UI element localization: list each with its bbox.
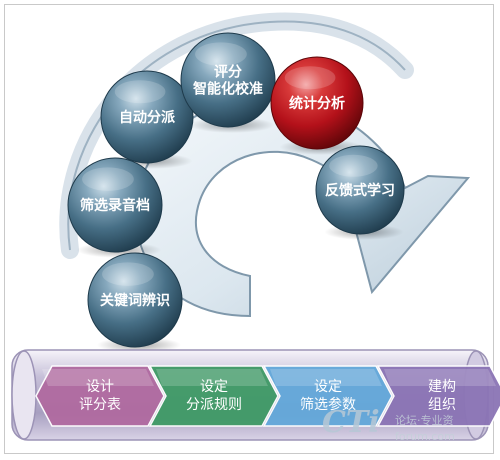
node-sphere	[87, 252, 183, 348]
watermark-main: CTi	[322, 405, 380, 440]
cycle-node: 筛选录音档	[67, 157, 163, 258]
step-label: 评分表	[79, 397, 121, 413]
node-sphere	[180, 32, 276, 128]
step-label: 筛选参数	[300, 396, 356, 413]
step-gloss	[42, 369, 154, 386]
node-highlight	[284, 66, 336, 90]
step-label: 设定	[200, 379, 228, 395]
node-label: 统计分析	[289, 95, 345, 112]
node-highlight	[114, 80, 166, 104]
step-chevron	[262, 365, 393, 427]
node-label: 反馈式学习	[325, 182, 395, 199]
node-label: 关键词辨识	[100, 292, 170, 309]
step-gloss	[270, 369, 382, 386]
step-gloss	[384, 369, 496, 386]
node-label: 自动分派	[119, 109, 176, 126]
node-highlight	[195, 42, 247, 66]
step-label: 设计	[86, 379, 114, 395]
node-highlight	[82, 167, 134, 191]
step-label: 设定	[314, 379, 342, 395]
cycle-node: 统计分析	[270, 56, 364, 155]
step-chevron	[35, 365, 165, 427]
node-sphere	[270, 56, 364, 150]
step-chevron	[148, 365, 279, 427]
watermark-sub-en: forum.com	[395, 430, 455, 443]
watermark-sub-cn: 论坛·专业资	[395, 413, 454, 427]
step-gloss	[156, 369, 268, 386]
step-label: 分派规则	[186, 397, 242, 413]
watermark: CTi 论坛·专业资 forum.com	[322, 405, 455, 443]
node-sphere	[315, 145, 405, 235]
cycle-node: 自动分派	[100, 70, 194, 169]
node-label: 评分	[214, 65, 242, 81]
step-chevron	[376, 365, 500, 427]
node-sphere	[100, 70, 194, 164]
node-highlight	[102, 262, 154, 286]
node-sphere	[67, 157, 163, 253]
step-label: 建构	[428, 379, 456, 395]
cycle-node: 关键词辨识	[87, 252, 183, 353]
step-label: 组织	[428, 397, 456, 413]
node-highlight	[329, 154, 378, 177]
node-label: 筛选录音档	[80, 197, 150, 214]
node-label: 智能化校准	[192, 81, 263, 98]
cycle-node: 反馈式学习	[315, 145, 405, 240]
